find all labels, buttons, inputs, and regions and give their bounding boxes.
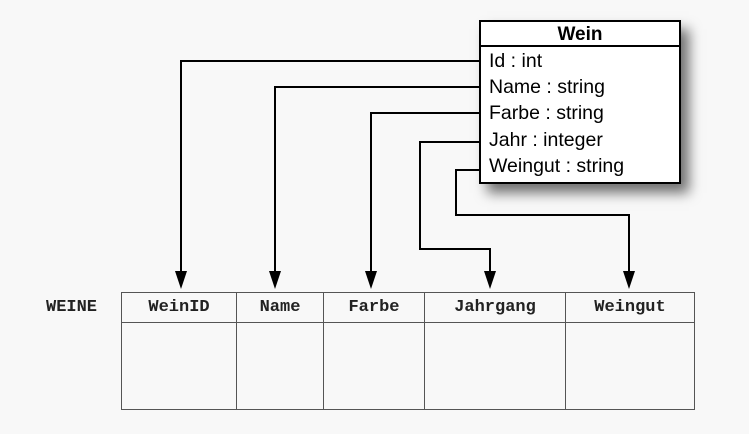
connector-name-name	[274, 86, 487, 272]
table-header-row: WeinID Name Farbe Jahrgang Weingut	[121, 292, 695, 323]
uml-attribute-id: Id : int	[489, 50, 543, 72]
arrowhead-farbe	[365, 271, 377, 289]
arrowhead-weingut	[623, 271, 635, 289]
column-header-weingut: Weingut	[565, 292, 695, 323]
connector-jahr-jahrgang	[419, 141, 491, 272]
database-table: WeinID Name Farbe Jahrgang Weingut	[121, 292, 695, 410]
uml-attribute-jahr: Jahr : integer	[489, 128, 603, 151]
uml-class-box: Wein Id : int Name : string Farbe : stri…	[479, 20, 681, 184]
uml-attribute-name: Name : string	[489, 76, 605, 99]
arrowhead-jahrgang	[484, 271, 496, 289]
table-cell-jahrgang	[424, 322, 566, 410]
column-header-name: Name	[236, 292, 324, 323]
column-header-weinid: WeinID	[121, 292, 237, 323]
table-name-label: WEINE	[46, 298, 98, 317]
uml-class-title: Wein	[481, 22, 679, 47]
uml-attribute-weingut: Weingut : string	[489, 154, 625, 177]
arrowhead-name	[269, 271, 281, 289]
column-header-farbe: Farbe	[323, 292, 425, 323]
table-cell-farbe	[323, 322, 425, 410]
uml-attribute-farbe: Farbe : string	[489, 102, 604, 125]
connector-id-weinid	[180, 60, 487, 272]
column-header-jahrgang: Jahrgang	[424, 292, 566, 323]
connector-farbe-farbe	[370, 112, 487, 272]
connector-weingut-weingut	[455, 169, 630, 272]
arrowhead-weinid	[175, 271, 187, 289]
table-cell-weinid	[121, 322, 237, 410]
table-row	[121, 322, 695, 410]
uml-attribute-list: Id : int Name : string Farbe : string Ja…	[481, 47, 679, 179]
table-cell-name	[236, 322, 324, 410]
table-cell-weingut	[565, 322, 695, 410]
